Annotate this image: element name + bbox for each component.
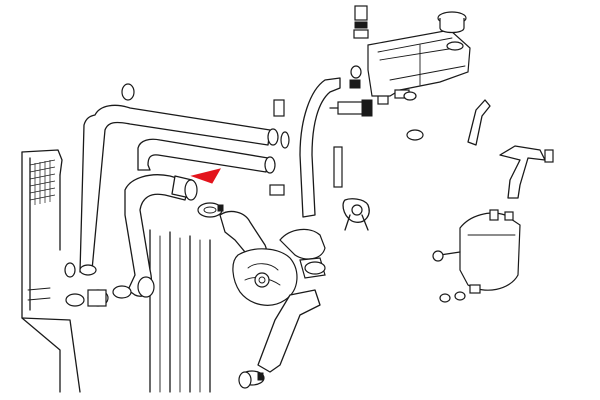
overflow-hose: [406, 99, 491, 146]
lower-radiator-hose: [124, 174, 198, 297]
hose-clamp-top: [197, 202, 224, 218]
radiator-cap: [437, 11, 467, 51]
lower-outlet-hose: [238, 289, 321, 389]
breather-hose: [499, 145, 554, 199]
temperature-sensor: [329, 89, 389, 117]
lower-left-fittings: [64, 262, 155, 307]
bypass-hose: [137, 138, 276, 174]
washer-reservoir: [432, 209, 521, 303]
tank-fittings: [121, 5, 369, 101]
radiator: [21, 149, 211, 393]
expansion-tank: [367, 29, 471, 101]
spring-clip: [342, 198, 370, 231]
coolant-pipe: [269, 77, 343, 218]
red-arrow-indicator: [190, 168, 222, 184]
thermostat-housing: [219, 210, 326, 306]
upper-radiator-hose: [79, 104, 279, 276]
